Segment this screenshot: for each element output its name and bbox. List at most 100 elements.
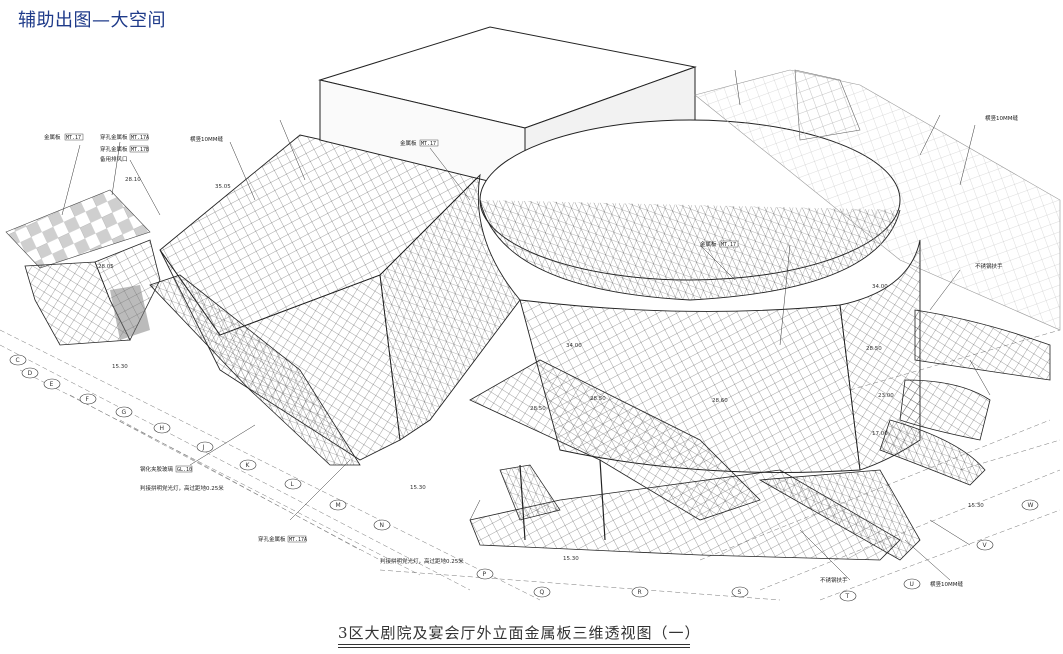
axis-marker-K: K bbox=[239, 459, 257, 471]
svg-text:备用排风口: 备用排风口 bbox=[100, 155, 128, 163]
svg-text:不锈钢扶手: 不锈钢扶手 bbox=[975, 262, 1003, 270]
right-wing-background bbox=[694, 69, 1061, 331]
leader-lines bbox=[61, 69, 991, 581]
svg-text:M: M bbox=[336, 502, 341, 509]
svg-text:横竖10MM缝: 横竖10MM缝 bbox=[190, 135, 223, 143]
svg-text:K: K bbox=[246, 462, 251, 469]
annotation: 判接拼明党光灯，高过距地0.25米 bbox=[380, 557, 464, 565]
svg-text:Q: Q bbox=[540, 589, 545, 596]
drawing-caption: 3区大剧院及宴会厅外立面金属板三维透视图（一） bbox=[338, 624, 701, 642]
svg-text:C: C bbox=[16, 357, 20, 364]
axis-marker-D: D bbox=[21, 367, 39, 379]
annotation: 钢化夹胶玻璃 GL.10 bbox=[140, 465, 193, 473]
axis-marker-M: M bbox=[329, 499, 347, 511]
right-stair bbox=[758, 469, 921, 561]
annotation: 金属板 MT.17 bbox=[44, 133, 84, 141]
axis-marker-L: L bbox=[284, 478, 302, 490]
svg-text:V: V bbox=[983, 542, 988, 549]
left-stair bbox=[149, 274, 361, 466]
axis-marker-W: W bbox=[1021, 499, 1039, 511]
right-terrace-middle bbox=[899, 379, 991, 441]
svg-text:28.50: 28.50 bbox=[530, 406, 546, 412]
axis-marker-G: G bbox=[115, 406, 133, 418]
svg-text:28.50: 28.50 bbox=[866, 346, 882, 352]
right-terrace-upper bbox=[914, 309, 1051, 381]
svg-text:F: F bbox=[86, 396, 90, 403]
svg-text:金属板: 金属板 bbox=[400, 139, 417, 147]
svg-text:MT.17A: MT.17A bbox=[131, 135, 149, 141]
svg-text:T: T bbox=[845, 593, 850, 600]
svg-text:J: J bbox=[202, 444, 205, 451]
svg-text:H: H bbox=[160, 425, 165, 432]
annotation-labels: 金属板 MT.17 穿孔金属板 MT.17A 穿孔金属板 MT.17B 备用排风… bbox=[44, 114, 1018, 588]
svg-text:判接拼明党光灯，高过距地0.25米: 判接拼明党光灯，高过距地0.25米 bbox=[140, 484, 224, 492]
axis-marker-F: F bbox=[79, 393, 97, 405]
svg-text:L: L bbox=[291, 481, 295, 488]
svg-text:15.30: 15.30 bbox=[563, 556, 579, 562]
svg-text:R: R bbox=[638, 589, 642, 596]
svg-text:28.10: 28.10 bbox=[125, 177, 141, 183]
elevation-labels: 35.05 28.10 28.05 15.30 34.00 28.50 28.6… bbox=[98, 177, 984, 562]
annotation: 横竖10MM缝 bbox=[985, 114, 1018, 122]
svg-text:G: G bbox=[122, 409, 127, 416]
axis-marker-J: J bbox=[196, 441, 214, 453]
axis-marker-V: V bbox=[976, 539, 994, 551]
svg-text:28.60: 28.60 bbox=[712, 398, 728, 404]
svg-text:28.50: 28.50 bbox=[590, 396, 606, 402]
svg-text:34.00: 34.00 bbox=[872, 284, 888, 290]
svg-text:穿孔金属板: 穿孔金属板 bbox=[100, 133, 128, 141]
annotation: 金属板 MT.17 bbox=[400, 139, 439, 147]
svg-text:S: S bbox=[738, 589, 742, 596]
svg-text:15.30: 15.30 bbox=[112, 364, 128, 370]
svg-text:金属板: 金属板 bbox=[44, 133, 61, 141]
svg-text:穿孔金属板: 穿孔金属板 bbox=[258, 535, 286, 543]
svg-text:GL.10: GL.10 bbox=[177, 467, 192, 473]
annotation: 判接拼明党光灯，高过距地0.25米 bbox=[140, 484, 224, 492]
svg-text:钢化夹胶玻璃: 钢化夹胶玻璃 bbox=[140, 465, 174, 473]
svg-text:判接拼明党光灯，高过距地0.25米: 判接拼明党光灯，高过距地0.25米 bbox=[380, 557, 464, 565]
svg-text:35.05: 35.05 bbox=[215, 184, 231, 190]
svg-text:N: N bbox=[380, 522, 385, 529]
svg-text:穿孔金属板: 穿孔金属板 bbox=[100, 145, 128, 153]
svg-text:MT.17: MT.17 bbox=[721, 242, 736, 248]
annotation: 横竖10MM缝 bbox=[190, 135, 223, 143]
svg-text:MT.17B: MT.17B bbox=[131, 147, 149, 153]
axis-marker-R: R bbox=[631, 586, 649, 598]
axis-marker-P: P bbox=[476, 568, 494, 580]
svg-text:34.00: 34.00 bbox=[566, 343, 582, 349]
axis-marker-C: C bbox=[9, 354, 27, 366]
axis-marker-Q: Q bbox=[533, 586, 551, 598]
annotation: 备用排风口 bbox=[100, 155, 128, 163]
axis-marker-N: N bbox=[373, 519, 391, 531]
axis-marker-U: U bbox=[903, 578, 921, 590]
svg-text:MT.17: MT.17 bbox=[421, 141, 436, 147]
annotation: 金属板 MT.17 bbox=[700, 240, 739, 248]
caption-underline bbox=[338, 644, 690, 645]
annotation: 穿孔金属板 MT.17A bbox=[258, 535, 307, 543]
svg-text:U: U bbox=[910, 581, 914, 588]
annotation: 穿孔金属板 MT.17B bbox=[100, 145, 149, 153]
annotation: 不锈钢扶手 bbox=[820, 576, 848, 584]
svg-text:15.30: 15.30 bbox=[410, 485, 426, 491]
page-title: 辅助出图—大空间 bbox=[18, 10, 166, 31]
axis-marker-T: T bbox=[839, 590, 857, 602]
svg-text:17.00: 17.00 bbox=[872, 431, 888, 437]
axis-marker-S: S bbox=[731, 586, 749, 598]
svg-text:金属板: 金属板 bbox=[700, 240, 717, 248]
svg-text:E: E bbox=[50, 381, 54, 388]
axis-marker-E: E bbox=[43, 378, 61, 390]
axis-markers: C D E F G H J K L M N P Q R S T U V W bbox=[9, 354, 1039, 602]
annotation: 穿孔金属板 MT.17A bbox=[100, 133, 149, 141]
perforated-panel-area bbox=[5, 189, 151, 269]
svg-text:P: P bbox=[483, 571, 487, 578]
svg-text:不锈钢扶手: 不锈钢扶手 bbox=[820, 576, 848, 584]
svg-text:横竖10MM缝: 横竖10MM缝 bbox=[985, 114, 1018, 122]
annotation: 横竖10MM缝 bbox=[930, 580, 963, 588]
caption-underline bbox=[338, 647, 690, 648]
svg-text:23.00: 23.00 bbox=[878, 393, 894, 399]
axis-marker-H: H bbox=[153, 422, 171, 434]
svg-text:15.30: 15.30 bbox=[968, 503, 984, 509]
svg-text:MT.17A: MT.17A bbox=[289, 537, 307, 543]
svg-text:横竖10MM缝: 横竖10MM缝 bbox=[930, 580, 963, 588]
